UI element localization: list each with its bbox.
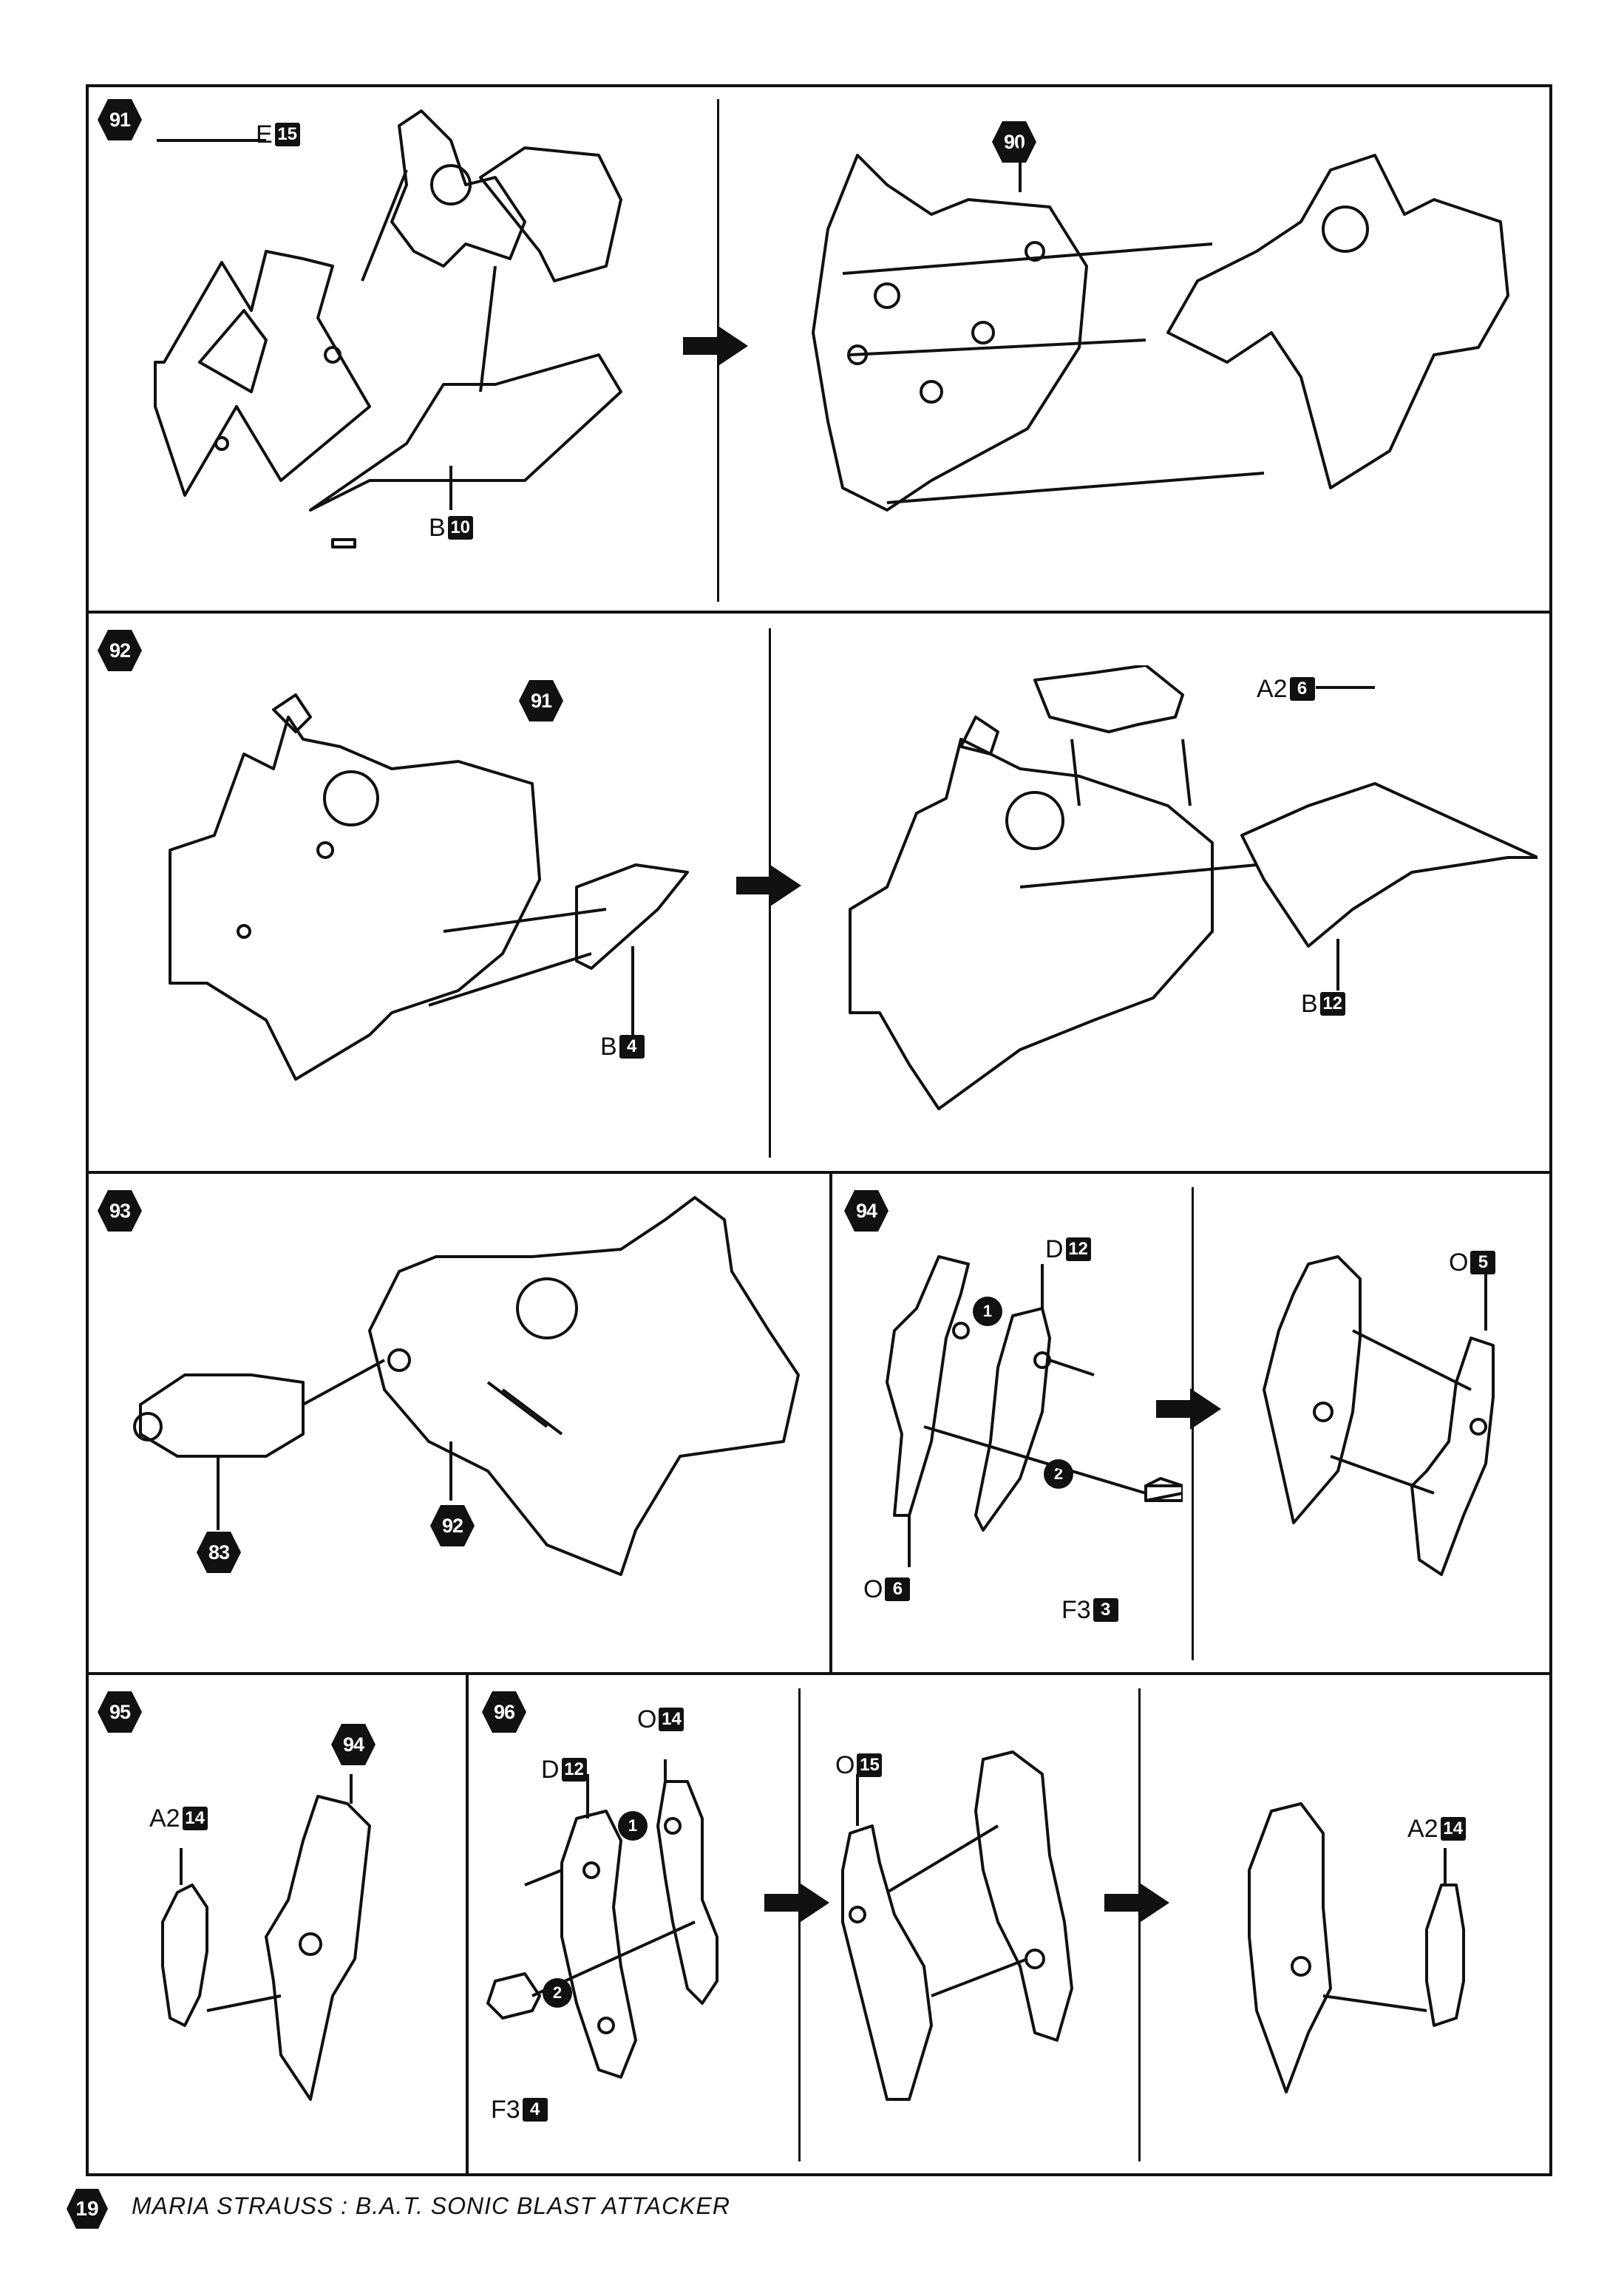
step96-assembly-drawing xyxy=(1248,1802,1465,2093)
arrow-right-icon xyxy=(1104,1882,1169,1923)
ref-badge-91: 91 xyxy=(517,677,565,724)
substep-divider xyxy=(798,1688,801,2161)
step95-assembly-drawing xyxy=(161,1774,371,2101)
step91-assembly-drawing xyxy=(812,140,1509,512)
product-title: MARIA STRAUSS : B.A.T. SONIC BLAST ATTAC… xyxy=(132,2193,730,2219)
column-divider xyxy=(466,1674,469,2176)
step91-part-drawing xyxy=(154,109,622,548)
order-marker-1: 1 xyxy=(973,1297,1002,1326)
row-divider xyxy=(86,611,1552,614)
step92-assembly-drawing xyxy=(849,665,1538,1110)
step94-part-drawing xyxy=(886,1255,1183,1567)
substep-divider xyxy=(1138,1688,1141,2161)
ref-badge-92: 92 xyxy=(429,1502,476,1549)
page-number: 19 xyxy=(75,2197,99,2220)
step-badge-96: 96 xyxy=(480,1688,528,1736)
step-badge-95: 95 xyxy=(96,1688,143,1736)
step96-substep-drawing xyxy=(841,1750,1073,2101)
ref-badge-83: 83 xyxy=(195,1529,242,1576)
step-badge-93: 93 xyxy=(96,1187,143,1234)
arrow-right-icon xyxy=(764,1882,829,1923)
page-number-badge: 19 xyxy=(65,2187,109,2231)
step-number: 91 xyxy=(109,109,131,131)
row-divider xyxy=(86,1672,1552,1675)
arrow-right-icon xyxy=(736,865,801,906)
step-badge-94: 94 xyxy=(843,1187,890,1234)
column-divider xyxy=(829,1172,832,1674)
ref-badge-90: 90 xyxy=(991,118,1038,166)
step92-part-drawing xyxy=(169,693,689,1081)
row-divider xyxy=(86,1171,1552,1174)
order-marker-1: 1 xyxy=(618,1811,648,1841)
step94-assembly-drawing xyxy=(1263,1255,1495,1576)
instruction-frame xyxy=(86,84,1552,2176)
arrow-right-icon xyxy=(683,325,748,367)
step-badge-92: 92 xyxy=(96,627,143,674)
step96-part-drawing xyxy=(486,1759,718,2079)
ref-badge-94: 94 xyxy=(330,1721,377,1768)
step-badge-91: 91 xyxy=(96,96,143,143)
step93-assembly-drawing xyxy=(133,1196,800,1576)
arrow-right-icon xyxy=(1156,1388,1221,1430)
